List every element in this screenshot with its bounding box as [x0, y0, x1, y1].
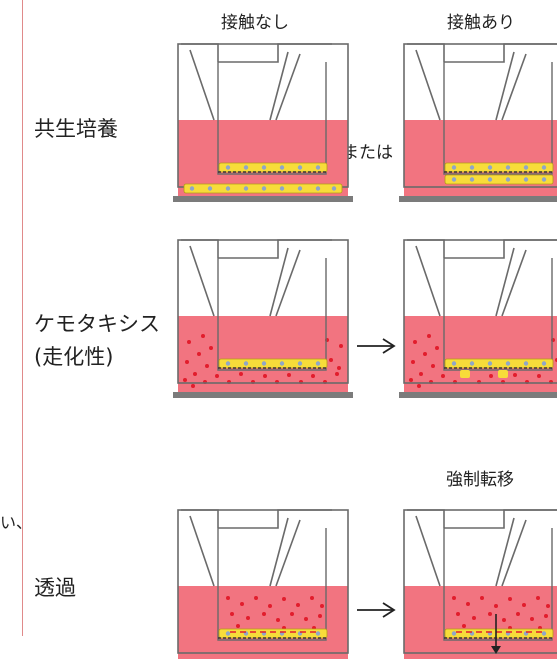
- well-base: [399, 196, 557, 202]
- medium-layer: [178, 120, 348, 196]
- permeation-before-well: [177, 509, 349, 659]
- coculture-no-contact-well: [173, 43, 353, 202]
- medium-layer: [404, 316, 557, 392]
- svg-text:→: →: [0, 0, 1, 1]
- arrow-connector-chemotaxis: →: [0, 0, 1, 1]
- cell-layer-insert: [444, 628, 554, 639]
- row-label-chemotaxis-line1: ケモタキシス: [34, 312, 160, 336]
- chemotaxis-after-well: [399, 239, 557, 398]
- well-base: [173, 196, 353, 202]
- left-divider-line: [22, 0, 23, 636]
- row-label-permeation: 透過: [34, 576, 76, 600]
- header-forced-metastasis: 強制転移: [446, 470, 514, 490]
- migrating-cell: [498, 370, 508, 378]
- medium-layer: [178, 586, 348, 659]
- medium-layer: [178, 316, 348, 392]
- left-text-fragment: い、: [0, 513, 33, 532]
- row-label-chemotaxis-line2: (走化性): [34, 345, 114, 369]
- arrow-down-icon: [491, 614, 501, 654]
- cell-layer-insert: [444, 358, 554, 369]
- connector-or: または: [342, 143, 393, 163]
- arrow-right-icon: [357, 602, 396, 618]
- medium-layer: [404, 120, 557, 196]
- coculture-contact-well: [399, 43, 557, 202]
- migrating-cell: [460, 370, 470, 378]
- svg-text:→: →: [0, 0, 1, 1]
- cell-layer-insert: [218, 628, 328, 639]
- cell-layer-insert: [218, 358, 328, 369]
- header-no-contact: 接触なし: [221, 13, 289, 33]
- cell-layer-insert-bottom: [444, 174, 554, 185]
- cell-layer-insert: [218, 162, 328, 173]
- chemotaxis-before-well: [173, 239, 353, 398]
- cell-layer-insert-top: [444, 162, 554, 173]
- arrow-connector-permeation: →: [0, 0, 1, 1]
- well-base: [399, 392, 557, 398]
- arrow-right-icon: [357, 338, 396, 354]
- cell-layer-bottom: [183, 183, 343, 194]
- well-base: [173, 392, 353, 398]
- row-label-coculture: 共生培養: [34, 117, 118, 141]
- permeation-after-well: [403, 509, 557, 659]
- header-contact: 接触あり: [447, 13, 515, 33]
